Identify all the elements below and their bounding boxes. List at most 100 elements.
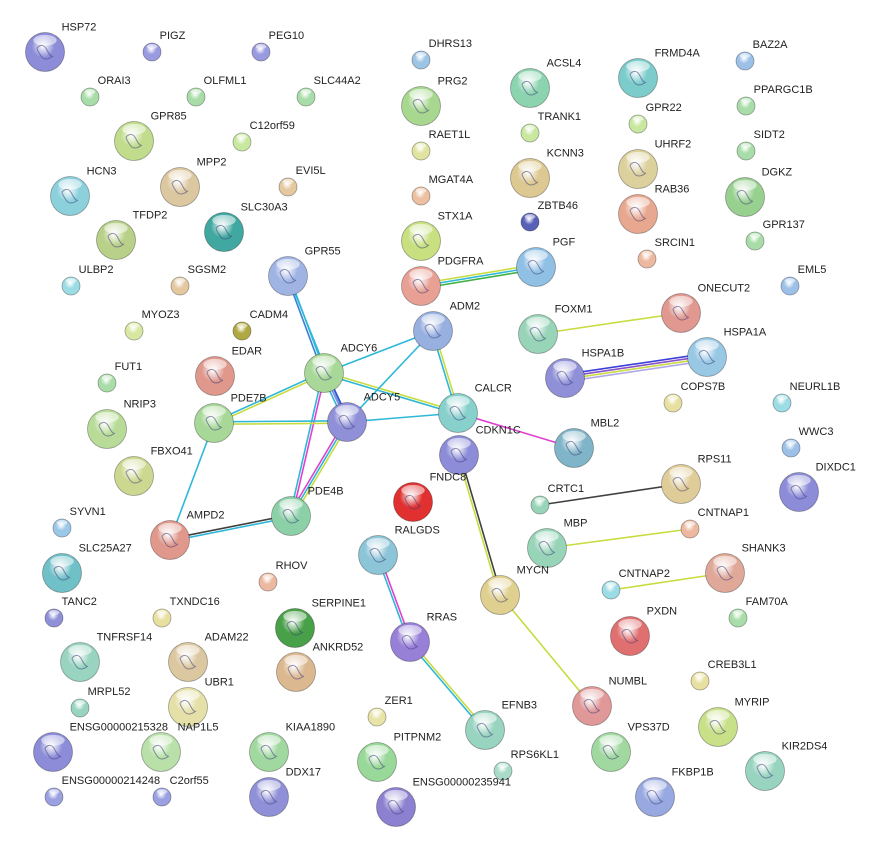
node-orai3[interactable]: ORAI3 [80,75,131,107]
node-mycn[interactable]: MYCN [480,565,550,615]
node-frmd4a[interactable]: FRMD4A [618,48,701,98]
node-pde7b[interactable]: PDE7B [194,393,267,443]
node-calcr[interactable]: CALCR [438,383,512,433]
node-ddx17[interactable]: DDX17 [249,767,322,817]
edge-crtc1-rps11[interactable] [539,483,682,506]
node-baz2a[interactable]: BAZ2A [735,39,788,71]
node-creb3l1[interactable]: CREB3L1 [690,659,757,691]
edge-adcy5-adm2[interactable] [346,330,434,423]
node-vps37d[interactable]: VPS37D [591,722,670,772]
node-eml5[interactable]: EML5 [780,264,826,296]
node-pitpnm2[interactable]: PITPNM2 [357,732,442,782]
node-numbl[interactable]: NUMBL [572,676,648,726]
node-mrpl52[interactable]: MRPL52 [70,686,130,718]
node-slc44a2[interactable]: SLC44A2 [296,75,361,107]
node-prg2[interactable]: PRG2 [401,76,468,126]
node-ulbp2[interactable]: ULBP2 [61,264,114,296]
node-fkbp1b[interactable]: FKBP1B [635,767,714,817]
node-onecut2[interactable]: ONECUT2 [661,283,751,333]
node-rps6kl1[interactable]: RPS6KL1 [493,749,559,781]
node-uhrf2[interactable]: UHRF2 [618,139,692,189]
node-sgsm2[interactable]: SGSM2 [170,264,226,296]
edge-mbp-cntnap1[interactable] [546,528,691,549]
node-peg10[interactable]: PEG10 [251,30,304,62]
node-srcin1[interactable]: SRCIN1 [637,237,695,269]
node-kiaa1890[interactable]: KIAA1890 [249,722,336,772]
node-slc30a3[interactable]: SLC30A3 [204,202,288,252]
node-wwc3[interactable]: WWC3 [781,426,833,458]
node-myoz3[interactable]: MYOZ3 [124,309,180,341]
node-syvn1[interactable]: SYVN1 [52,506,106,538]
edge-mycn-numbl[interactable] [499,594,593,707]
node-c2orf55[interactable]: C2orf55 [152,775,209,807]
node-ensg00000214248[interactable]: ENSG00000214248 [44,775,160,807]
node-ampd2[interactable]: AMPD2 [150,510,225,560]
node-pde4b[interactable]: PDE4B [271,486,344,536]
node-cadm4[interactable]: CADM4 [232,309,288,341]
node-ubr1[interactable]: UBR1 [168,677,234,727]
edge-cdkn1c-mycn[interactable] [457,454,502,596]
node-rras[interactable]: RRAS [390,612,458,662]
node-evi5l[interactable]: EVI5L [278,165,326,197]
node-gpr55[interactable]: GPR55 [268,246,341,296]
node-mbp[interactable]: MBP [527,518,588,568]
edge-calcr-mbl2[interactable] [457,412,575,449]
node-dgkz[interactable]: DGKZ [725,167,793,217]
node-ensg00000215328[interactable]: ENSG00000215328 [33,722,169,772]
node-trank1[interactable]: TRANK1 [520,111,581,143]
node-c12orf59[interactable]: C12orf59 [232,120,295,152]
node-myrip[interactable]: MYRIP [698,697,770,747]
node-nrip3[interactable]: NRIP3 [87,399,156,449]
node-nap1l5[interactable]: NAP1L5 [141,722,219,772]
node-rhov[interactable]: RHOV [258,560,308,592]
node-cntnap1[interactable]: CNTNAP1 [680,507,749,539]
node-fam70a[interactable]: FAM70A [728,596,788,628]
node-adcy6[interactable]: ADCY6 [304,343,378,393]
node-dixdc1[interactable]: DIXDC1 [779,462,856,512]
edge-pde7b-ampd2[interactable] [169,422,215,541]
node-hsp72[interactable]: HSP72 [25,22,97,72]
node-olfml1[interactable]: OLFML1 [186,75,246,107]
node-gpr137[interactable]: GPR137 [745,219,805,251]
node-foxm1[interactable]: FOXM1 [518,304,593,354]
node-zbtb46[interactable]: ZBTB46 [520,200,578,232]
node-hspa1b[interactable]: HSPA1B [545,348,625,398]
edge-ampd2-pde4b[interactable] [169,514,292,542]
node-adam22[interactable]: ADAM22 [168,632,249,682]
node-shank3[interactable]: SHANK3 [705,543,786,593]
node-pgf[interactable]: PGF [516,237,576,287]
node-ankrd52[interactable]: ANKRD52 [276,642,364,692]
edge-gpr55-adcy5[interactable] [287,275,348,423]
node-fbxo41[interactable]: FBXO41 [114,446,193,496]
node-txndc16[interactable]: TXNDC16 [152,596,220,628]
edge-adcy5-pde7b[interactable] [213,420,348,425]
edge-adcy6-calcr[interactable] [323,371,459,415]
node-stx1a[interactable]: STX1A [401,211,474,261]
node-tnfrsf14[interactable]: TNFRSF14 [60,632,153,682]
node-kcnn3[interactable]: KCNN3 [510,148,584,198]
edge-foxm1-onecut2[interactable] [537,312,682,335]
node-raet1l[interactable]: RAET1L [411,129,470,161]
node-tfdp2[interactable]: TFDP2 [96,210,168,260]
node-fut1[interactable]: FUT1 [97,361,142,393]
node-efnb3[interactable]: EFNB3 [465,700,538,750]
node-fndc8[interactable]: FNDC8 [393,472,467,522]
node-zer1[interactable]: ZER1 [367,695,413,727]
node-mpp2[interactable]: MPP2 [160,157,227,207]
node-edar[interactable]: EDAR [195,346,263,396]
node-crtc1[interactable]: CRTC1 [530,483,584,515]
node-acsl4[interactable]: ACSL4 [510,58,582,108]
node-cops7b[interactable]: COPS7B [663,381,725,413]
node-adcy5[interactable]: ADCY5 [327,392,401,442]
edge-adcy6-pde7b[interactable] [213,371,325,425]
node-pigz[interactable]: PIGZ [142,30,186,62]
edge-hspa1b-hspa1a[interactable] [564,352,708,383]
node-gpr22[interactable]: GPR22 [628,102,682,134]
node-tanc2[interactable]: TANC2 [44,596,97,628]
node-serpine1[interactable]: SERPINE1 [275,598,366,648]
node-sidt2[interactable]: SIDT2 [736,129,785,161]
node-cdkn1c[interactable]: CDKN1C [439,425,521,475]
node-ppargc1b[interactable]: PPARGC1B [736,84,813,116]
node-hcn3[interactable]: HCN3 [50,166,117,216]
node-pxdn[interactable]: PXDN [610,606,678,656]
